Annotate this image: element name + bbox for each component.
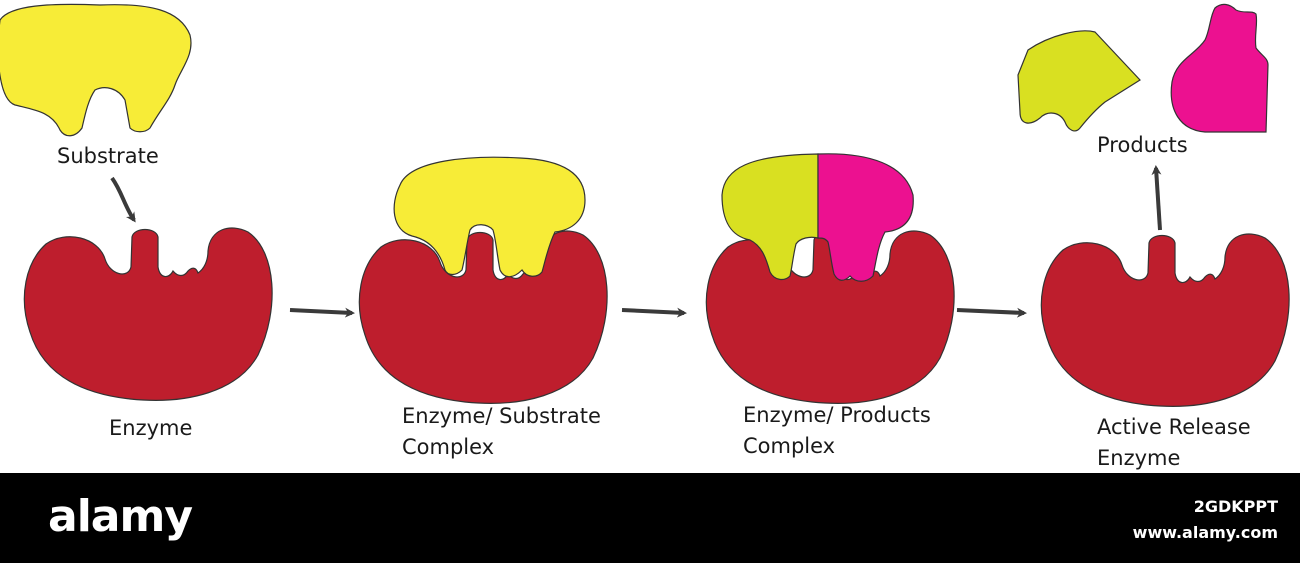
active-release-label-line1: Active Release bbox=[1097, 415, 1251, 439]
enzyme-shape bbox=[23, 227, 273, 401]
ep-product-green-shape bbox=[721, 153, 819, 281]
arrow-enzyme-to-es-complex bbox=[289, 307, 355, 318]
substrate-label: Substrate bbox=[57, 144, 159, 168]
arrow-ep-to-release bbox=[956, 307, 1027, 318]
ep-product-magenta-shape bbox=[817, 153, 914, 282]
enzyme-reaction-diagram bbox=[0, 3, 1290, 407]
arrow-substrate-to-enzyme bbox=[110, 176, 136, 223]
site-url: www.alamy.com bbox=[1132, 523, 1278, 542]
arrow-es-to-ep-complex bbox=[621, 307, 687, 318]
substrate-shape bbox=[0, 3, 192, 137]
ep-complex-label-line2: Complex bbox=[743, 434, 836, 458]
watermark-footer: alamy 2GDKPPT www.alamy.com bbox=[0, 473, 1300, 563]
es-complex-label-line1: Enzyme/ Substrate bbox=[402, 404, 601, 428]
product-green-shape bbox=[1017, 30, 1141, 132]
ep-complex-label-line1: Enzyme/ Products bbox=[743, 403, 931, 427]
enzyme-label: Enzyme bbox=[109, 416, 193, 440]
alamy-logo: alamy bbox=[48, 491, 193, 542]
es-enzyme-shape bbox=[358, 230, 608, 404]
arrow-enzyme-to-products bbox=[1151, 165, 1162, 231]
products-label: Products bbox=[1097, 133, 1188, 157]
image-id: 2GDKPPT bbox=[1193, 497, 1278, 516]
product-magenta-shape bbox=[1170, 3, 1269, 133]
released-enzyme-shape bbox=[1040, 233, 1290, 407]
es-substrate-shape bbox=[393, 156, 586, 278]
active-release-label-line2: Enzyme bbox=[1097, 446, 1181, 470]
es-complex-label-line2: Complex bbox=[402, 435, 495, 459]
